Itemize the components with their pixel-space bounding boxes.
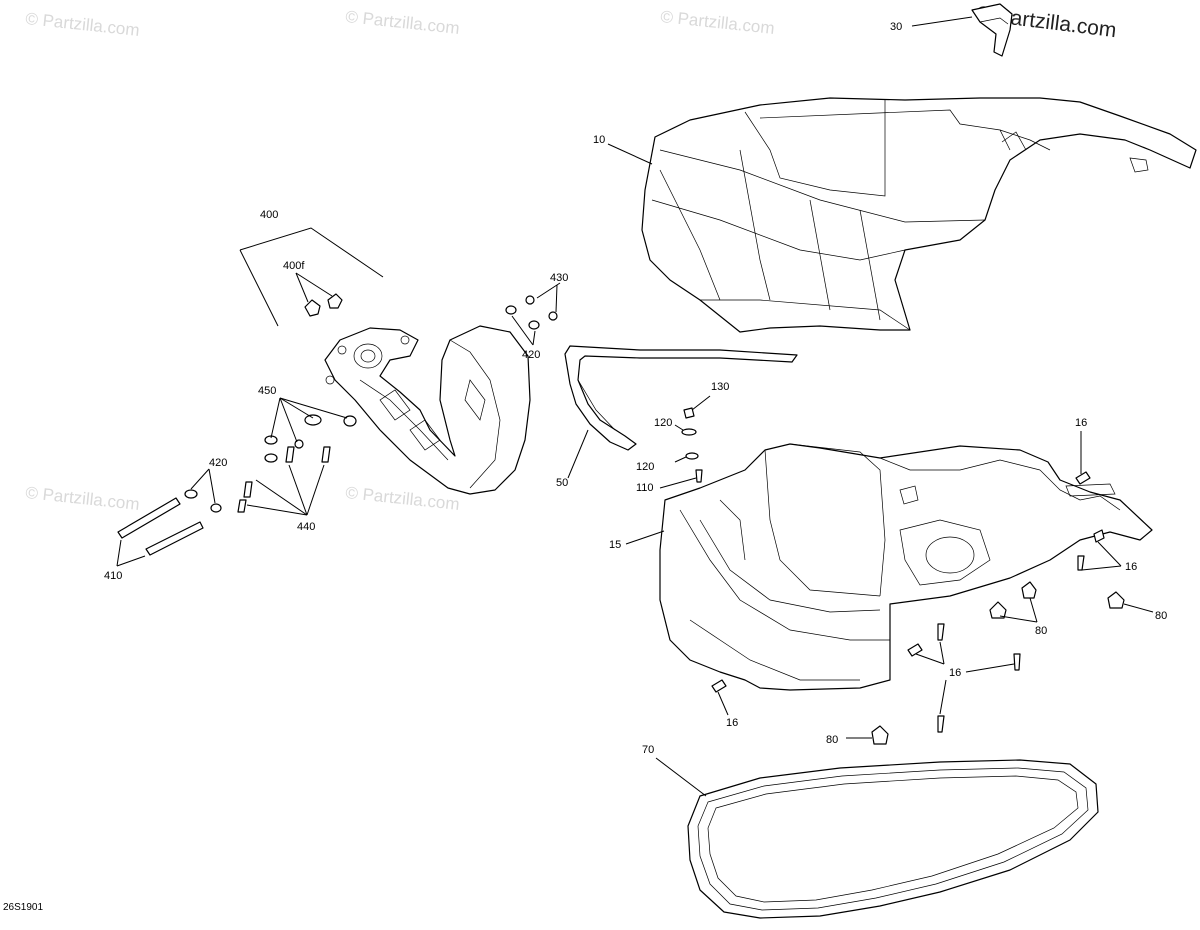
part-400-bracket (239, 227, 531, 495)
part-30-clip (911, 3, 1013, 57)
callout-16: 16 (949, 667, 961, 679)
parts-450-washers (264, 397, 357, 463)
parts-80-clips (846, 581, 1154, 745)
part-10-upper-cover (607, 97, 1197, 333)
callout-16: 16 (726, 717, 738, 729)
callout-120: 120 (654, 417, 672, 429)
part-50-trim (564, 345, 798, 479)
parts-420-washers-left (184, 468, 222, 513)
callout-16: 16 (1125, 561, 1137, 573)
watermark-layer: © Partzilla.com © Partzilla.com © Partzi… (25, 2, 1118, 514)
watermark: © Partzilla.com (660, 7, 776, 38)
callout-70: 70 (642, 744, 654, 756)
callout-420: 420 (522, 349, 540, 361)
callout-10: 10 (593, 134, 605, 146)
callout-430: 430 (550, 272, 568, 284)
callout-15: 15 (609, 539, 621, 551)
callout-420: 420 (209, 457, 227, 469)
callout-410: 410 (104, 570, 122, 582)
part-15-lower-tub (625, 443, 1153, 691)
callout-16: 16 (1075, 417, 1087, 429)
callout-80: 80 (1035, 625, 1047, 637)
callout-80: 80 (1155, 610, 1167, 622)
callout-30: 30 (890, 21, 902, 33)
watermark: © Partzilla.com (25, 9, 141, 40)
callout-130: 130 (711, 381, 729, 393)
part-70-seal (655, 757, 1099, 919)
callout-80: 80 (826, 734, 838, 746)
watermark: © Partzilla.com (345, 7, 461, 38)
parts-16-screws (711, 431, 1122, 733)
watermark: © Partzilla.com (345, 483, 461, 514)
diagram-code: 26S1901 (3, 902, 43, 913)
parts-440-screws (237, 446, 331, 516)
callout-labels: 30 10 400 400f 430 420 450 420 440 410 1… (104, 21, 1167, 756)
callout-440: 440 (297, 521, 315, 533)
callout-400: 400 (260, 209, 278, 221)
callout-50: 50 (556, 477, 568, 489)
watermark: © Partzilla.com (25, 483, 141, 514)
callout-120: 120 (636, 461, 654, 473)
parts-410-bolts (116, 497, 204, 567)
parts-130-120-110 (659, 395, 711, 489)
callout-450: 450 (258, 385, 276, 397)
callout-110: 110 (636, 482, 654, 494)
callout-400f: 400f (283, 260, 305, 272)
parts-430-420-fasteners (505, 282, 561, 346)
